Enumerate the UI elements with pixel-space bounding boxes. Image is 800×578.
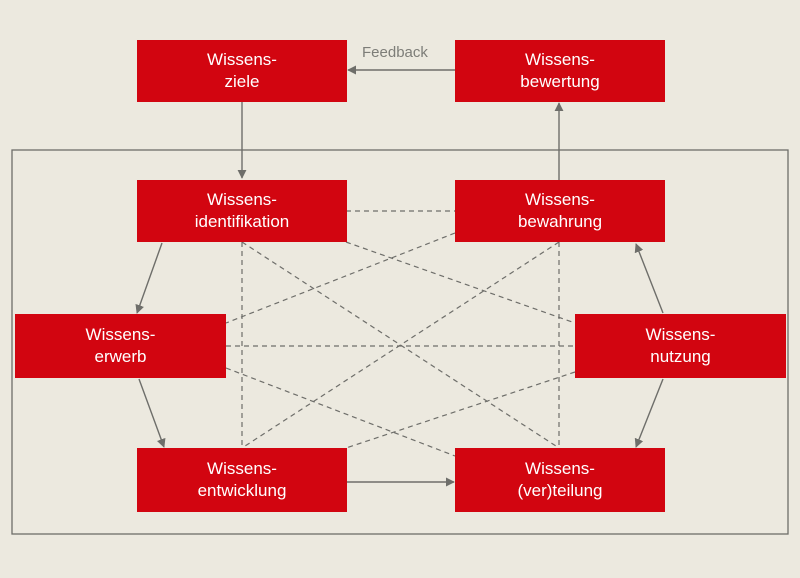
node-wissensnutzung: Wissens- nutzung [575, 314, 786, 378]
node-wissensziele: Wissens- ziele [137, 40, 347, 102]
node-label-line2: (ver)teilung [517, 481, 603, 500]
dashed-connections [225, 210, 576, 457]
node-label-line2: ziele [224, 72, 260, 91]
arrow-erwerb-to-entwicklung [138, 378, 166, 448]
dashed-erwerb-verteilung [225, 367, 456, 457]
node-label-line2: erwerb [94, 347, 147, 366]
solid-arrows [135, 65, 664, 487]
node-label-line1: Wissens- [207, 50, 277, 69]
arrow-nutzung-to-verteilung [634, 378, 664, 448]
node-wissensbewertung: Wissens- bewertung [455, 40, 665, 102]
node-label-line2: bewertung [520, 72, 600, 91]
inner-cycle-frame [11, 149, 789, 535]
arrow-nutzung-to-bewahrung [634, 243, 664, 314]
feedback-label: Feedback [362, 44, 428, 61]
node-wissensbewahrung: Wissens- bewahrung [455, 180, 665, 242]
node-label-line1: Wissens- [207, 459, 277, 478]
dashed-bewahrung-erwerb [225, 232, 456, 324]
node-label-line1: Wissens- [525, 50, 595, 69]
node-label-line1: Wissens- [645, 325, 716, 344]
arrow-identifikation-to-erwerb [135, 242, 163, 314]
node-wissensentwicklung: Wissens- entwicklung [137, 448, 347, 512]
dashed-bewahrung-entwicklung [241, 241, 560, 449]
node-label-line1: Wissens- [525, 190, 595, 209]
node-label-line1: Wissens- [207, 190, 277, 209]
node-label-line2: bewahrung [517, 212, 603, 231]
node-label-line2: nutzung [650, 347, 711, 366]
node-wissenserwerb: Wissens- erwerb [15, 314, 226, 378]
dashed-identifikation-nutzung [345, 241, 576, 324]
node-wissensverteilung: Wissens- (ver)teilung [455, 448, 665, 512]
dashed-nutzung-entwicklung [345, 371, 576, 449]
node-label-line2: identifikation [194, 212, 290, 231]
node-label-line1: Wissens- [525, 459, 595, 478]
node-label-line2: entwicklung [197, 481, 287, 500]
node-label-line1: Wissens- [85, 325, 156, 344]
node-wissensidentifikation: Wissens- identifikation [137, 180, 347, 242]
